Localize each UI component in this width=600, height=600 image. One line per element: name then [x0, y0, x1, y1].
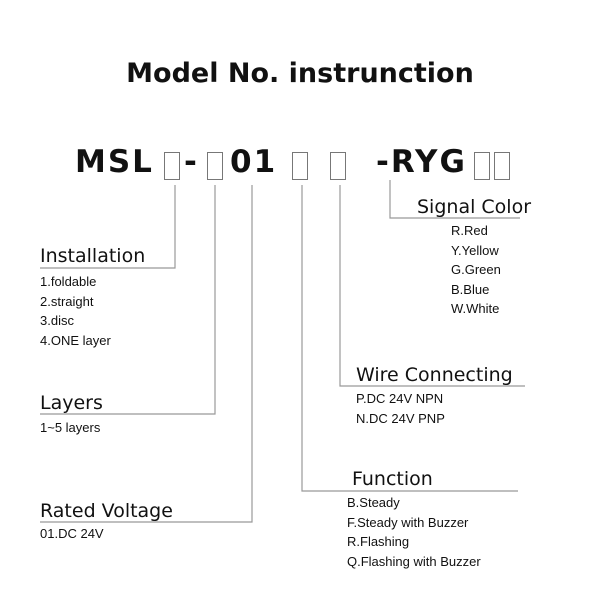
page-title: Model No. instrunction [126, 58, 474, 89]
code-dash: - [184, 144, 199, 180]
placeholder-box-installation [164, 152, 180, 180]
code-prefix: MSL [75, 144, 154, 180]
layers-list: 1~5 layers [40, 418, 100, 438]
list-item: Y.Yellow [451, 242, 499, 258]
placeholder-box-wire [330, 152, 346, 180]
rated-voltage-heading: Rated Voltage [40, 500, 173, 522]
placeholder-box-color-2 [494, 152, 510, 180]
layers-heading: Layers [40, 392, 103, 414]
list-item: 3.disc [40, 313, 74, 328]
list-item: R.Red [451, 223, 488, 238]
list-item: P.DC 24V NPN [356, 391, 444, 406]
list-item: 1~5 layers [40, 420, 101, 435]
list-item: 2.straight [40, 293, 94, 309]
list-item: W.White [451, 301, 500, 316]
connector-wire-connecting [339, 185, 525, 387]
connector-installation [40, 185, 176, 269]
list-item: 4.ONE layer [40, 332, 111, 348]
placeholder-box-color-1 [474, 152, 490, 180]
connector-function [301, 185, 518, 492]
rated-voltage-list: 01.DC 24V [40, 524, 104, 544]
function-heading: Function [352, 468, 433, 490]
list-item: R.Flashing [347, 534, 410, 549]
wire-connecting-list: P.DC 24V NPN N.DC 24V PNP [356, 389, 445, 428]
installation-heading: Installation [40, 245, 146, 267]
list-item: 01.DC 24V [40, 526, 104, 541]
list-item: G.Green [451, 262, 501, 277]
code-voltage: 01 [230, 144, 278, 180]
list-item: F.Steady with Buzzer [347, 514, 469, 530]
signal-color-list: R.Red Y.Yellow G.Green B.Blue W.White [451, 221, 501, 319]
connector-rated-voltage [40, 185, 253, 523]
list-item: B.Steady [347, 495, 400, 510]
wire-connecting-heading: Wire Connecting [356, 364, 513, 386]
connector-layers [40, 185, 216, 415]
code-color-suffix: -RYG [376, 144, 467, 180]
list-item: 1.foldable [40, 274, 97, 289]
placeholder-box-layers [207, 152, 223, 180]
placeholder-box-function [292, 152, 308, 180]
signal-color-heading: Signal Color [417, 196, 532, 218]
list-item: B.Blue [451, 281, 490, 297]
list-item: N.DC 24V PNP [356, 410, 445, 426]
connector-signal-color [389, 180, 520, 219]
list-item: Q.Flashing with Buzzer [347, 553, 481, 569]
function-list: B.Steady F.Steady with Buzzer R.Flashing… [347, 493, 481, 571]
installation-list: 1.foldable 2.straight 3.disc 4.ONE layer [40, 272, 111, 350]
